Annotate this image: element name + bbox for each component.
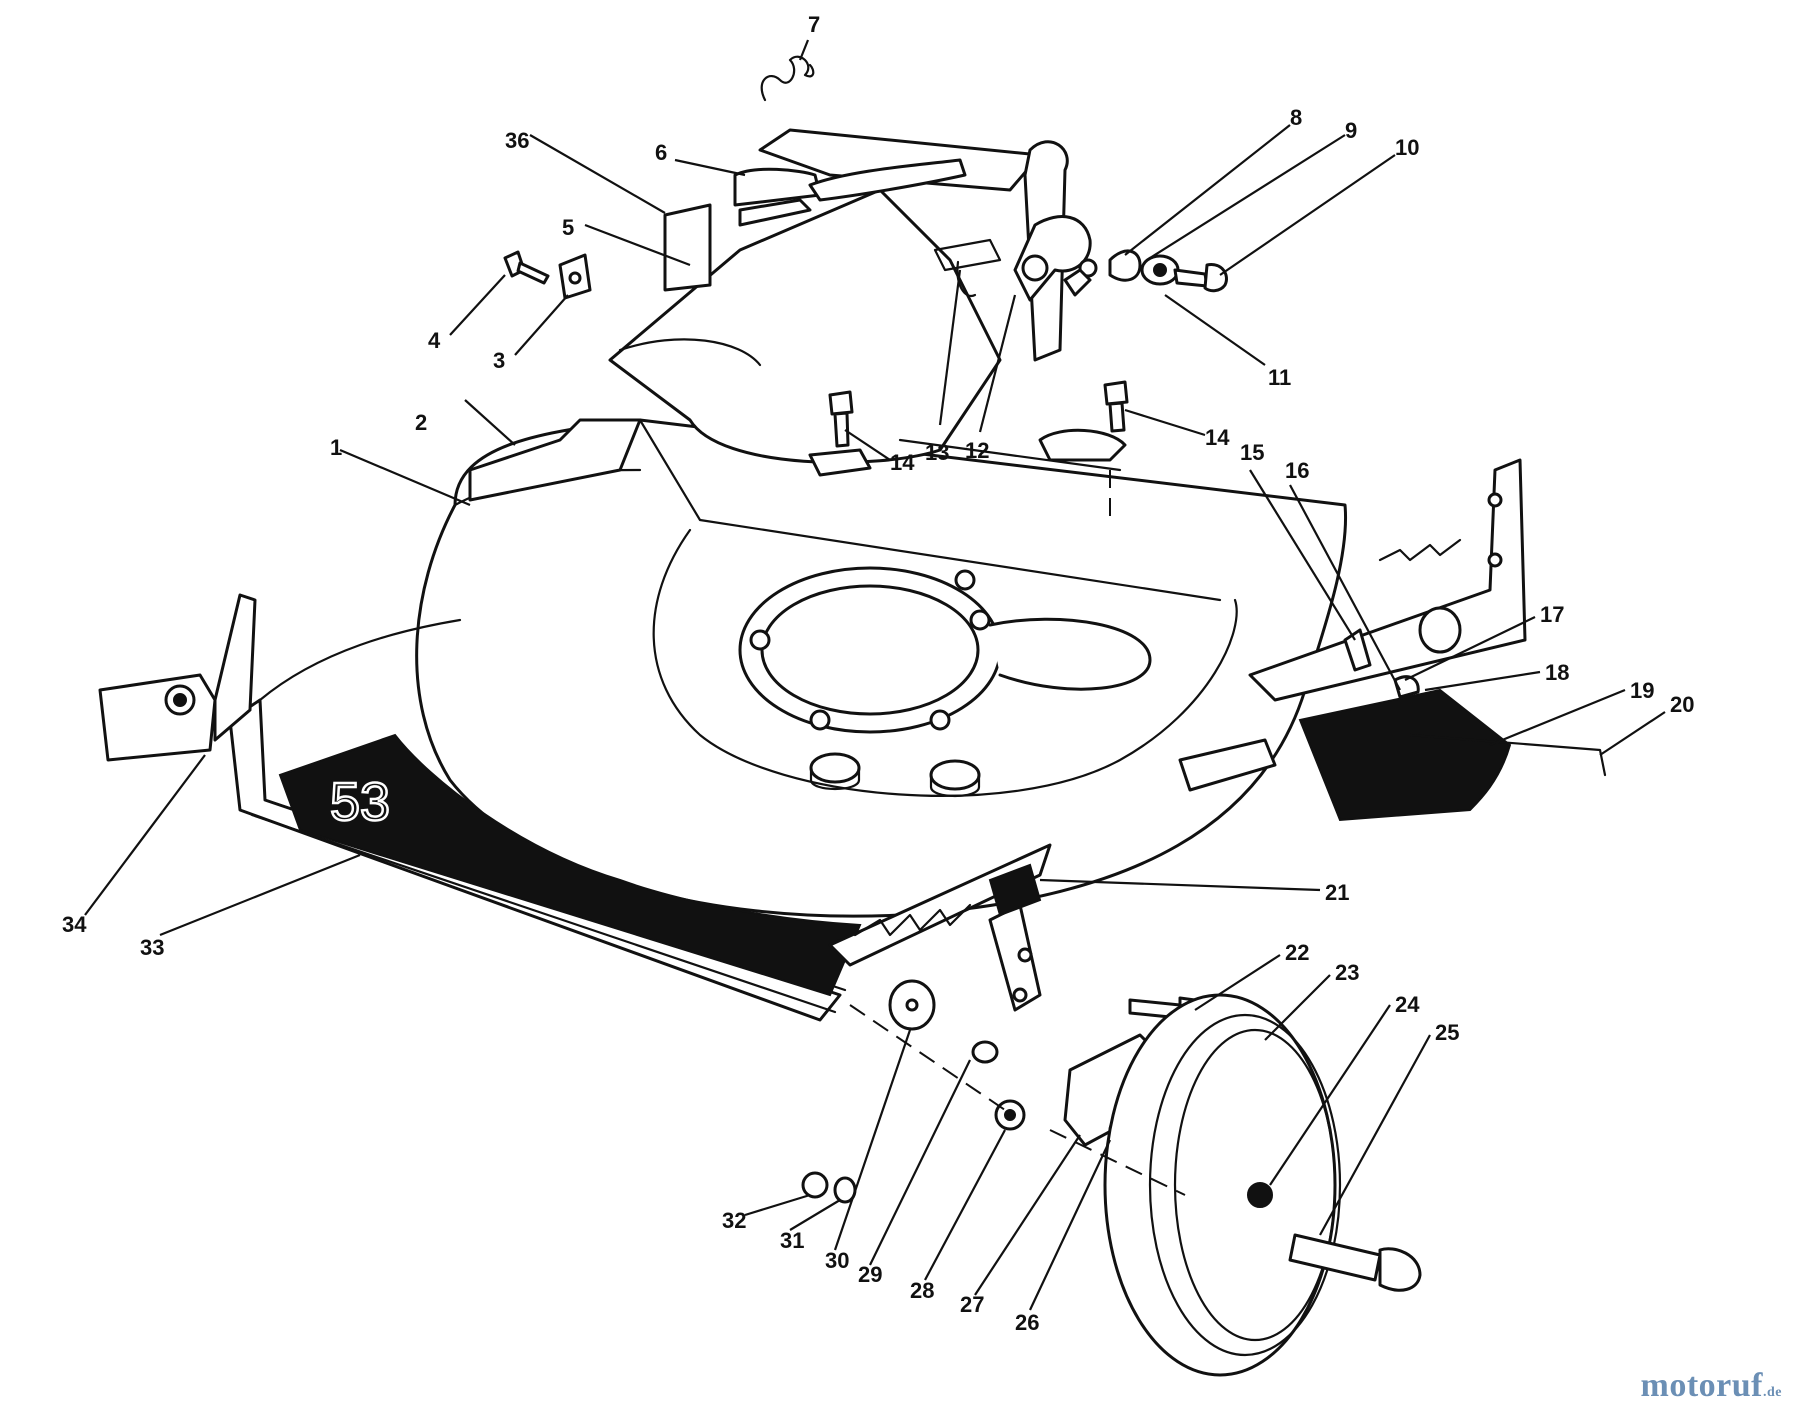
- deck-vent: [1178, 738, 1277, 792]
- rear-discharge-chute: [608, 128, 1122, 472]
- callout-4: 4: [428, 328, 441, 353]
- callout-25: 25: [1435, 1020, 1459, 1045]
- side-baffle: [468, 418, 642, 502]
- front-right-bracket: [828, 843, 1052, 1064]
- callout-28: 28: [910, 1278, 934, 1303]
- callout-19: 19: [1630, 678, 1654, 703]
- callout-31: 31: [780, 1228, 804, 1253]
- deflector-plate: [663, 203, 712, 292]
- phantom-lines: [849, 470, 1186, 1196]
- callout-3: 3: [493, 348, 505, 373]
- callout-27: 27: [960, 1292, 984, 1317]
- bolt-clip-left: [503, 250, 592, 300]
- leader-lines: [84, 39, 1666, 1311]
- rear-bolts: [808, 380, 1129, 477]
- callout-17: 17: [1540, 602, 1564, 627]
- callout-20: 20: [1670, 692, 1694, 717]
- motor-mount-ring: [738, 566, 1152, 797]
- callout-2: 2: [415, 410, 427, 435]
- callout-7: 7: [808, 12, 820, 37]
- callout-29: 29: [858, 1262, 882, 1287]
- callout-8: 8: [1290, 105, 1302, 130]
- axle-bolt: [1288, 1233, 1422, 1292]
- nut-washers: [801, 1099, 1026, 1204]
- callout-26: 26: [1015, 1310, 1039, 1335]
- callout-14-a: 14: [1205, 425, 1230, 450]
- height-adjust-linkage: [933, 215, 1228, 302]
- callout-13: 13: [925, 440, 949, 465]
- callout-10: 10: [1395, 135, 1419, 160]
- callout-14-b: 14: [890, 450, 915, 475]
- callout-16: 16: [1285, 458, 1309, 483]
- watermark-logo: motoruf.de: [1641, 1367, 1782, 1405]
- callout-12: 12: [965, 438, 989, 463]
- callout-9: 9: [1345, 118, 1357, 143]
- wheel: [1103, 993, 1342, 1377]
- callout-24: 24: [1395, 992, 1420, 1017]
- callout-22: 22: [1285, 940, 1309, 965]
- callout-23: 23: [1335, 960, 1359, 985]
- chute-flap: [733, 158, 967, 207]
- left-front-bracket: [98, 593, 257, 762]
- callout-32: 32: [722, 1208, 746, 1233]
- watermark-name: motoruf: [1640, 1367, 1763, 1404]
- callout-18: 18: [1545, 660, 1569, 685]
- spring: [760, 55, 815, 102]
- callout-33: 33: [140, 935, 164, 960]
- callout-36: 36: [505, 128, 529, 153]
- rear-rod: [1408, 733, 1607, 777]
- callout-5: 5: [562, 215, 574, 240]
- watermark-tld: .de: [1763, 1385, 1782, 1400]
- callout-21: 21: [1325, 880, 1349, 905]
- callout-15: 15: [1240, 440, 1264, 465]
- callout-1: 1: [330, 435, 342, 460]
- callout-11: 11: [1268, 365, 1291, 390]
- callout-30: 30: [825, 1248, 849, 1273]
- callout-6: 6: [655, 140, 667, 165]
- decal-text: 53: [330, 772, 390, 832]
- decal: 53: [278, 733, 862, 997]
- callout-labels: 7 36 6 5 4 3 8 9 10 11 12 13 14 14 2 1 1…: [62, 12, 1694, 1335]
- callout-34: 34: [62, 912, 87, 937]
- right-height-bracket: [1248, 458, 1527, 702]
- rear-flap: [1298, 688, 1512, 822]
